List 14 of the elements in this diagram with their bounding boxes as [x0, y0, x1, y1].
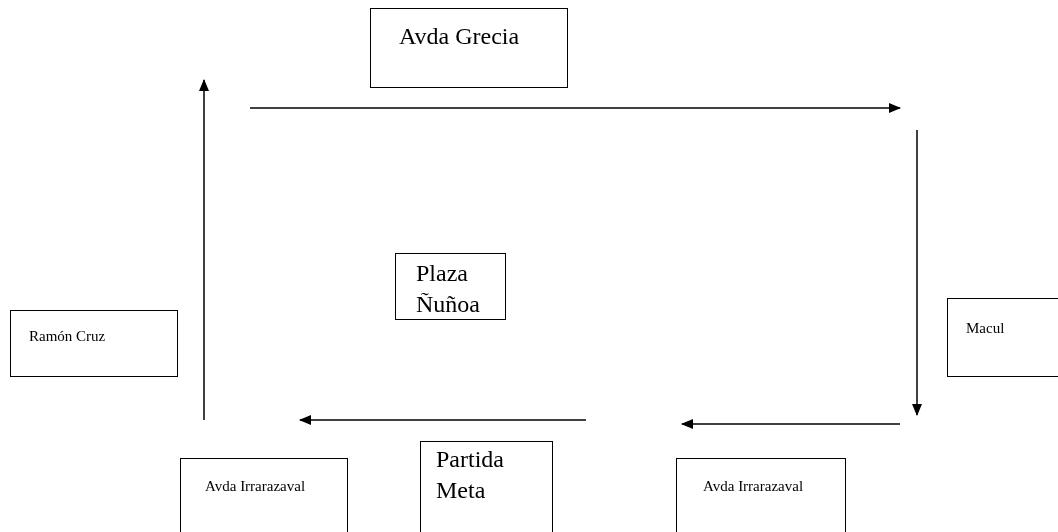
street-box: [370, 8, 568, 88]
street-name: Avda Irrarazaval: [703, 477, 805, 496]
street-box: [10, 310, 178, 377]
street-name: Partida Meta: [436, 445, 505, 506]
street-box: [180, 458, 348, 532]
street-name: Avda Grecia: [399, 22, 521, 51]
street-box: [395, 253, 506, 320]
street-name: Plaza Ñuñoa: [416, 259, 481, 320]
street-box: [947, 298, 1058, 377]
street-box: [676, 458, 846, 532]
street-name: Avda Irrarazaval: [205, 477, 307, 496]
street-box: [420, 441, 553, 532]
street-name: Ramón Cruz: [29, 327, 107, 346]
street-name: Macul: [966, 319, 1006, 338]
